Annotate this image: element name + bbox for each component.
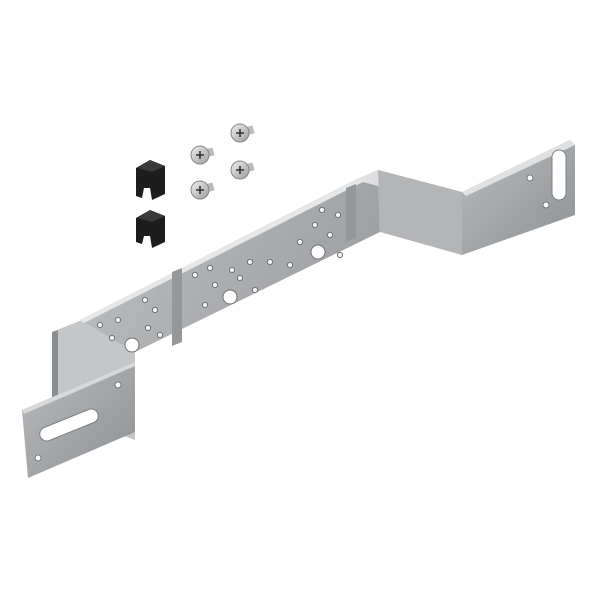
hole <box>201 301 209 309</box>
hole <box>96 321 104 329</box>
hole <box>326 231 334 239</box>
hole <box>311 221 319 229</box>
hole <box>114 316 122 324</box>
clip <box>136 160 165 200</box>
large-hole <box>310 244 326 260</box>
hole <box>34 454 42 462</box>
hole <box>251 286 259 294</box>
hole <box>151 306 159 314</box>
hole <box>236 274 244 282</box>
left-flange <box>22 362 135 478</box>
slot-hole <box>551 149 567 201</box>
large-hole <box>124 337 140 353</box>
hole <box>108 334 116 342</box>
main-strip <box>80 170 380 353</box>
hole-pattern <box>96 206 344 342</box>
hole <box>156 331 164 339</box>
hole <box>286 261 294 269</box>
hole <box>296 238 304 246</box>
hole <box>114 381 122 389</box>
clip <box>136 210 165 248</box>
hole <box>542 201 550 209</box>
hole <box>246 258 254 266</box>
hole <box>318 206 326 214</box>
hole <box>211 281 219 289</box>
hole <box>526 174 534 182</box>
hole <box>336 251 344 259</box>
screw <box>190 145 215 165</box>
hole <box>191 271 199 279</box>
hole <box>266 258 274 266</box>
hole <box>141 296 149 304</box>
screw <box>230 123 255 143</box>
hole <box>228 266 236 274</box>
slot-hole <box>39 408 99 442</box>
hole <box>144 324 152 332</box>
right-flange <box>462 140 575 255</box>
large-hole <box>222 289 238 305</box>
screw <box>190 180 215 200</box>
right-offset <box>355 170 462 255</box>
screws <box>190 123 255 200</box>
screw <box>230 160 255 180</box>
hole <box>206 264 214 272</box>
hole <box>334 211 342 219</box>
